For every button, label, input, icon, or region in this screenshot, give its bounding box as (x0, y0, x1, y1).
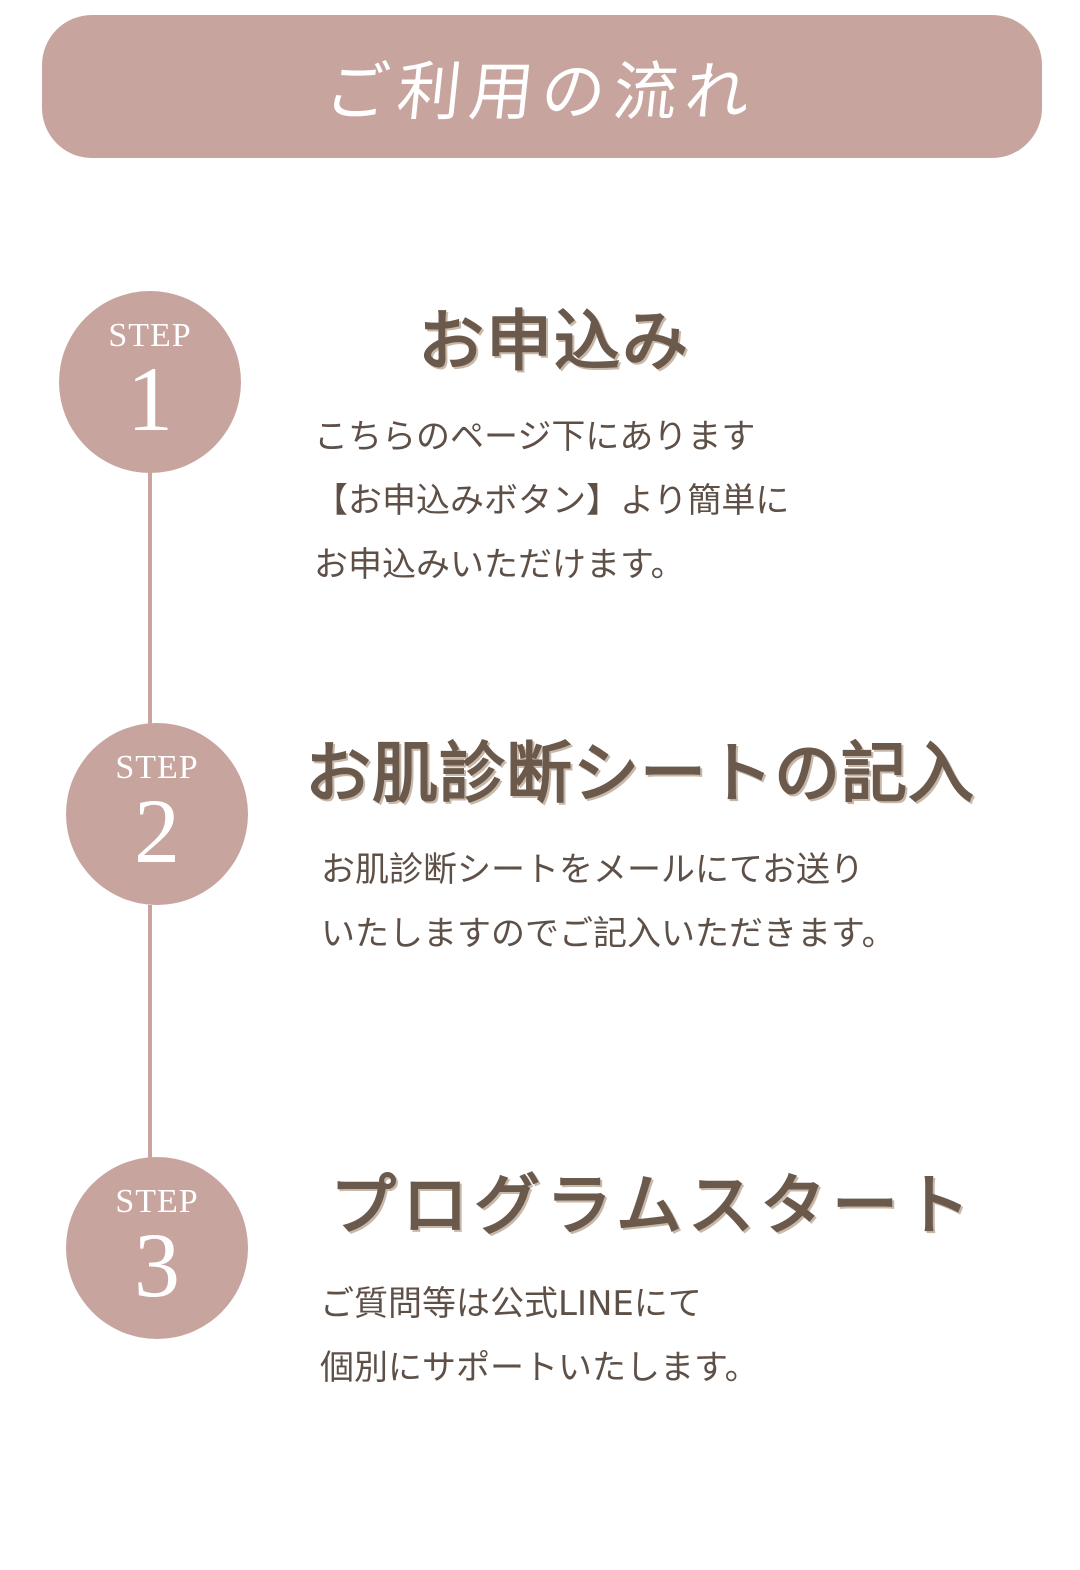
step-label: STEP (108, 317, 192, 354)
step-3-title: プログラムスタート (330, 1166, 977, 1244)
step-label: STEP (115, 749, 199, 786)
step-connector-line (148, 905, 152, 1165)
step-3-badge: STEP 3 (66, 1157, 248, 1339)
step-2-title: お肌診断シートの記入 (305, 734, 975, 812)
step-1-title: お申込み (418, 302, 690, 380)
step-1-badge: STEP 1 (59, 291, 241, 473)
step-2-description: お肌診断シートをメールにてお送り いたしますのでご記入いただきます。 (321, 838, 896, 966)
page-title: ご利用の流れ (321, 55, 762, 130)
step-number: 1 (127, 348, 173, 450)
step-label: STEP (115, 1183, 199, 1220)
step-number: 2 (134, 780, 180, 882)
step-connector-line (148, 470, 152, 730)
description-line: いたしますのでご記入いただきます。 (321, 914, 896, 954)
step-3-description: ご質問等は公式LINEにて 個別にサポートいたします。 (320, 1272, 759, 1400)
step-1-description: こちらのページ下にあります 【お申込みボタン】より簡単に お申込みいただけます。 (314, 405, 789, 597)
description-line: ご質問等は公式LINEにて (320, 1284, 702, 1324)
step-2-badge: STEP 2 (66, 723, 248, 905)
description-line: 個別にサポートいたします。 (320, 1348, 759, 1388)
description-line: お申込みいただけます。 (314, 545, 685, 585)
description-line: こちらのページ下にあります (314, 417, 756, 457)
section-header: ご利用の流れ (42, 15, 1042, 158)
description-line: お肌診断シートをメールにてお送り (321, 850, 864, 890)
step-number: 3 (134, 1214, 180, 1316)
description-line: 【お申込みボタン】より簡単に (314, 481, 790, 521)
